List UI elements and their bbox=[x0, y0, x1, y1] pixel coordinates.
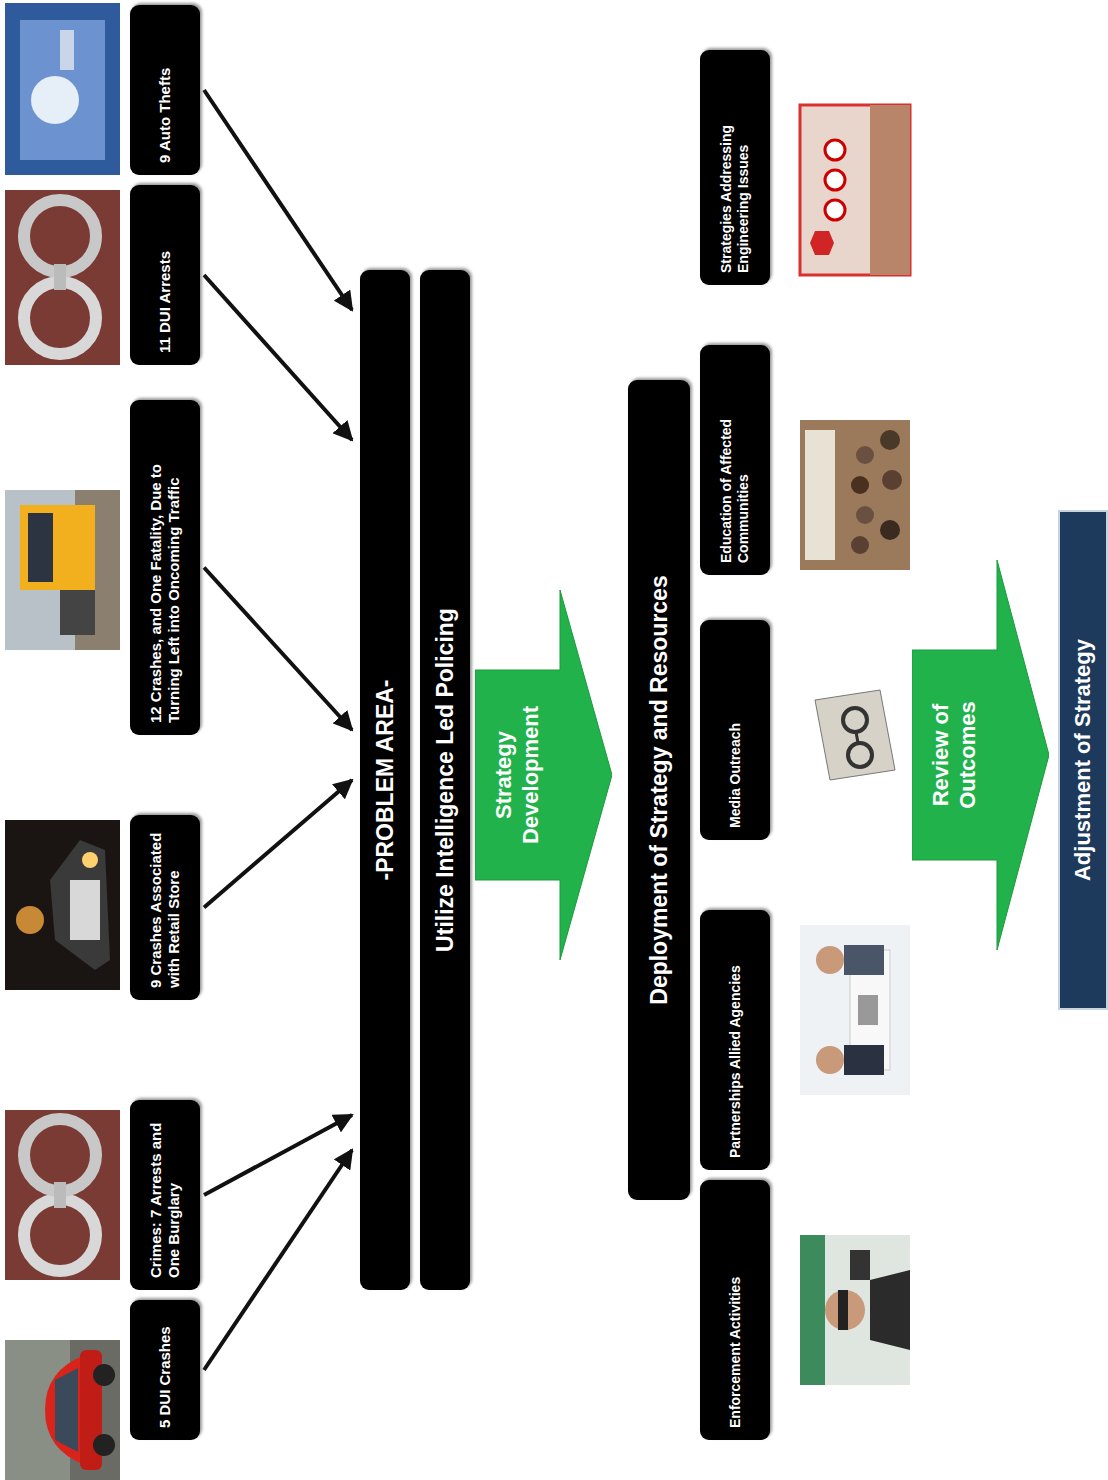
road-signs-photo bbox=[800, 105, 910, 275]
node-text: Partnerships Allied Agencies bbox=[727, 965, 744, 1158]
auto-theft-photo bbox=[5, 3, 120, 175]
node-text: Media Outreach bbox=[727, 723, 744, 828]
strategy-box: Strategies Addressing Engineering Issues bbox=[700, 50, 770, 285]
red-car-photo bbox=[5, 1340, 120, 1480]
problem-label: 9 Crashes Associated with Retail Store bbox=[130, 815, 200, 1000]
problem-label: 11 DUI Arrests bbox=[130, 185, 200, 365]
node-text: -PROBLEM AREA- bbox=[372, 679, 399, 880]
handcuffs-photo bbox=[5, 190, 120, 365]
node-text: 9 Auto Thefts bbox=[156, 68, 174, 163]
node-text: 12 Crashes, and One Fatality, Due to Tur… bbox=[147, 412, 183, 723]
node-text: Crimes: 7 Arrests and One Burglary bbox=[147, 1112, 183, 1278]
node-text: Utilize Intelligence Led Policing bbox=[432, 608, 459, 952]
problem-label: Crimes: 7 Arrests and One Burglary bbox=[130, 1100, 200, 1290]
enforcement-photo bbox=[800, 1235, 910, 1385]
arrow-text-area: Review of Outcomes bbox=[912, 650, 997, 860]
strategy-box: Media Outreach bbox=[700, 620, 770, 840]
node-text: 9 Crashes Associated with Retail Store bbox=[147, 827, 183, 988]
problem-label: 5 DUI Crashes bbox=[130, 1300, 200, 1440]
bus-crash-photo bbox=[5, 490, 120, 650]
arrow-fill bbox=[475, 590, 612, 960]
deployment-bar: Deployment of Strategy and Resources bbox=[628, 380, 690, 1200]
newspaper-glasses bbox=[815, 690, 895, 780]
node-text: Enforcement Activities bbox=[727, 1277, 744, 1428]
green-arrow: Strategy Development bbox=[475, 590, 612, 960]
classroom-photo bbox=[800, 420, 910, 570]
strategy-box: Enforcement Activities bbox=[700, 1180, 770, 1440]
problem-label: 12 Crashes, and One Fatality, Due to Tur… bbox=[130, 400, 200, 735]
green-arrow: Review of Outcomes bbox=[912, 560, 1049, 950]
node-text: Deployment of Strategy and Resources bbox=[646, 575, 673, 1004]
problem-label: 9 Auto Thefts bbox=[130, 5, 200, 175]
night-crash-photo bbox=[5, 820, 120, 990]
node-text: Education of Affected Communities bbox=[718, 357, 752, 563]
node-text: 11 DUI Arrests bbox=[156, 251, 174, 353]
node-text: Adjustment of Strategy bbox=[1070, 639, 1096, 881]
connector-arrow bbox=[204, 275, 352, 440]
node-text: Strategies Addressing Engineering Issues bbox=[718, 62, 752, 273]
problem-area-bar: -PROBLEM AREA- bbox=[360, 270, 410, 1290]
arrow-text-area: Strategy Development bbox=[475, 670, 560, 880]
handcuffs-photo bbox=[5, 1110, 120, 1280]
strategy-box: Education of Affected Communities bbox=[700, 345, 770, 575]
connector-arrow bbox=[204, 780, 352, 908]
policing-bar: Utilize Intelligence Led Policing bbox=[420, 270, 470, 1290]
node-text: Review of Outcomes bbox=[928, 650, 981, 860]
adjustment-box: Adjustment of Strategy bbox=[1058, 510, 1108, 1010]
node-text: Strategy Development bbox=[491, 670, 544, 880]
meeting-photo bbox=[800, 925, 910, 1095]
node-text: 5 DUI Crashes bbox=[156, 1326, 174, 1428]
arrow-fill bbox=[912, 560, 1049, 950]
connector-arrow bbox=[204, 1115, 352, 1195]
connector-arrow bbox=[204, 90, 352, 310]
connector-arrow bbox=[204, 568, 352, 731]
strategy-box: Partnerships Allied Agencies bbox=[700, 910, 770, 1170]
